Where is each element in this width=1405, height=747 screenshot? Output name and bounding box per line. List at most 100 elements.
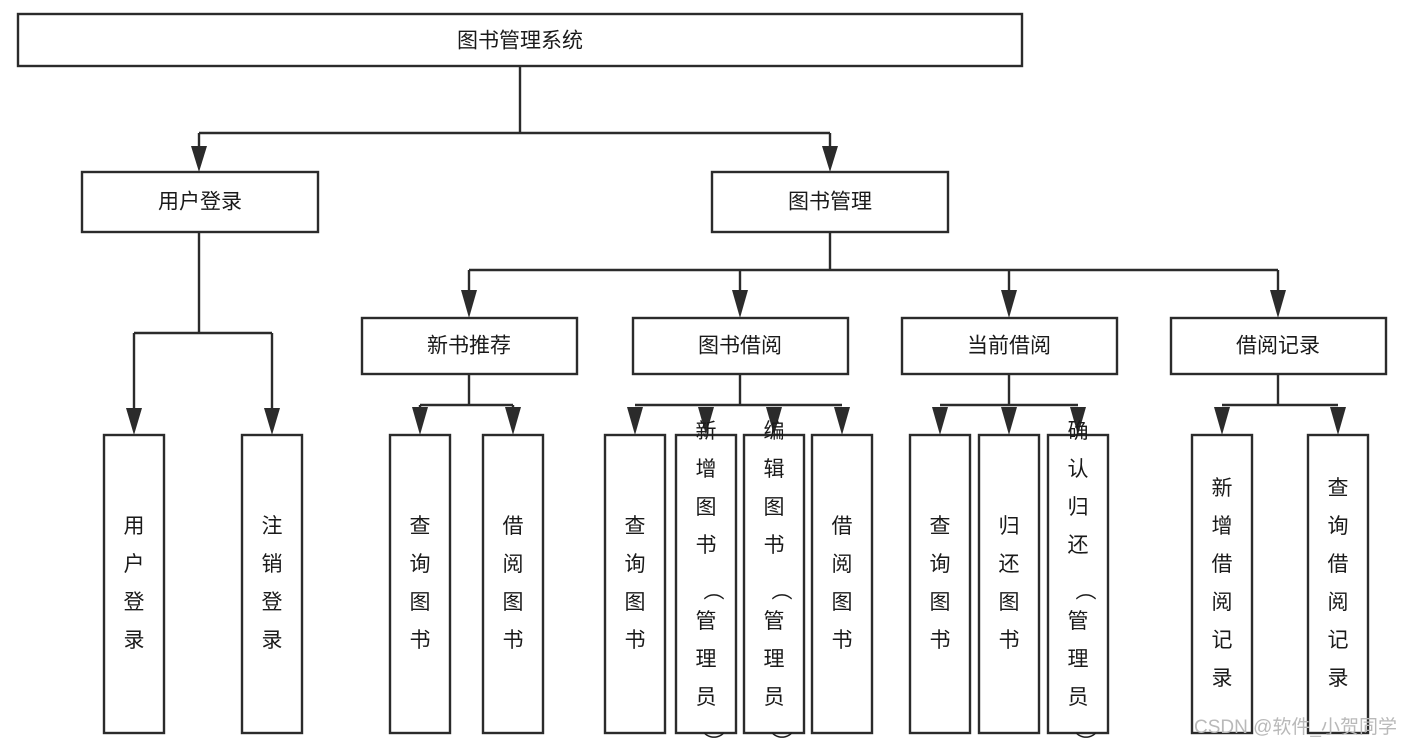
- leaf-node-box[interactable]: [240, 433, 304, 735]
- node-book-borrow-box[interactable]: [631, 316, 850, 376]
- node-current-borrow-box[interactable]: [900, 316, 1119, 376]
- leaf-node-label-char: 增: [696, 458, 717, 481]
- leaf-node-label-char: 归: [1068, 496, 1089, 519]
- watermark-label: CSDN @软件_小贺同学: [1194, 716, 1397, 738]
- leaf-node-label-char: 书: [696, 534, 717, 557]
- leaf-node-box[interactable]: [742, 433, 806, 735]
- arrow-head-user-login: [191, 146, 207, 172]
- leaf-node-label-char: 增: [1212, 515, 1233, 538]
- leaf-node-box[interactable]: [481, 433, 545, 735]
- node-current-borrow[interactable]: 当前借阅: [900, 316, 1119, 376]
- leaf-node-label-char: （: [1073, 580, 1096, 601]
- leaf-node-label-char: （: [769, 580, 792, 601]
- leaf-node-label-char: 图: [764, 496, 785, 519]
- node-book-management[interactable]: 图书管理: [710, 170, 950, 234]
- node-new-book-recommend-box[interactable]: [360, 316, 579, 376]
- node-root-box[interactable]: [16, 12, 1024, 68]
- leaf-node-label-char: 书: [832, 629, 853, 652]
- node-user-login[interactable]: 用户登录: [80, 170, 320, 234]
- node-new-book-recommend[interactable]: 新书推荐: [360, 316, 579, 376]
- leaf-node[interactable]: 用户登录: [102, 433, 166, 735]
- leaf-node-label-char: 图: [999, 591, 1020, 614]
- arrow-head-current-borrow: [1001, 290, 1017, 318]
- node-book-borrow-label: 图书借阅: [698, 335, 782, 358]
- node-borrow-record-box[interactable]: [1169, 316, 1388, 376]
- leaf-node-box[interactable]: [908, 433, 972, 735]
- leaf-node-label-char: 借: [503, 515, 524, 538]
- arrow-head-book-borrow: [732, 290, 748, 318]
- leaf-node-label-char: 图: [503, 591, 524, 614]
- leaf-node-label-char: 书: [503, 629, 524, 652]
- leaf-node-label-char: 还: [1068, 534, 1089, 557]
- leaf-node-box[interactable]: [977, 433, 1041, 735]
- leaf-node-label-char: 查: [930, 515, 951, 538]
- leaf-node-box[interactable]: [1190, 433, 1254, 735]
- arrow-head-borrowrecord-leaf-2: [1330, 407, 1346, 435]
- leaf-node-label-char: 图: [625, 591, 646, 614]
- leaf-node-label-char: 录: [262, 629, 283, 652]
- leaf-node-label-char: 录: [1212, 667, 1233, 690]
- leaf-node-box[interactable]: [1306, 433, 1370, 735]
- node-borrow-record[interactable]: 借阅记录: [1169, 316, 1388, 376]
- arrow-head-userlogin-leaf-1: [126, 408, 142, 435]
- leaf-node-label-char: ）: [1073, 732, 1096, 747]
- node-current-borrow-label: 当前借阅: [967, 335, 1051, 358]
- leaf-node-box[interactable]: [674, 433, 738, 735]
- leaf-node-label-char: 录: [124, 629, 145, 652]
- leaf-node-label-char: 阅: [832, 553, 853, 576]
- leaf-node-label-char: 书: [764, 534, 785, 557]
- node-book-borrow[interactable]: 图书借阅: [631, 316, 850, 376]
- leaf-node-label-char: 图: [930, 591, 951, 614]
- leaf-node-box[interactable]: [603, 433, 667, 735]
- leaf-node-label-char: 辑: [764, 458, 785, 481]
- leaf-node-label-char: 员: [696, 686, 717, 709]
- leaf-node-box[interactable]: [810, 433, 874, 735]
- arrow-head-newbook-leaf-1: [412, 407, 428, 435]
- leaf-node-label-char: 图: [410, 591, 431, 614]
- leaf-node-label-char: 管: [1068, 610, 1089, 633]
- leaf-node-label-char: 户: [124, 553, 145, 576]
- connector-layer: [126, 66, 1346, 435]
- node-user-login-label: 用户登录: [158, 191, 242, 214]
- arrow-head-bookborrow-leaf-1: [627, 407, 643, 435]
- leaf-node-box[interactable]: [388, 433, 452, 735]
- leaf-node-label-char: ）: [769, 732, 792, 747]
- leaf-node-label-char: 查: [1328, 477, 1349, 500]
- leaf-node-label-char: 询: [625, 553, 646, 576]
- leaf-node-label-char: 书: [625, 629, 646, 652]
- leaf-node-label-char: 书: [410, 629, 431, 652]
- leaf-node-label-char: 新: [696, 420, 717, 443]
- node-book-management-label: 图书管理: [788, 191, 872, 214]
- leaf-node-label-char: 归: [999, 515, 1020, 538]
- leaf-node-label-char: 借: [1212, 553, 1233, 576]
- leaf-node-label-char: 登: [124, 591, 145, 614]
- leaf-node-box[interactable]: [102, 433, 166, 735]
- leaf-node-label-char: （: [701, 580, 724, 601]
- leaf-node-label-char: 管: [764, 610, 785, 633]
- leaf-node-label-char: 记: [1212, 629, 1233, 652]
- leaf-node-label-char: 记: [1328, 629, 1349, 652]
- leaf-node-label-char: 录: [1328, 667, 1349, 690]
- node-book-management-box[interactable]: [710, 170, 950, 234]
- leaf-node-label-char: 注: [262, 515, 283, 538]
- node-root-book-management-system[interactable]: 图书管理系统: [16, 12, 1024, 68]
- leaf-node-label-char: 新: [1212, 477, 1233, 500]
- leaf-node-box[interactable]: [1046, 433, 1110, 735]
- node-user-login-box[interactable]: [80, 170, 320, 234]
- leaf-node-label-char: 图: [696, 496, 717, 519]
- arrow-head-currentborrow-leaf-2: [1001, 407, 1017, 435]
